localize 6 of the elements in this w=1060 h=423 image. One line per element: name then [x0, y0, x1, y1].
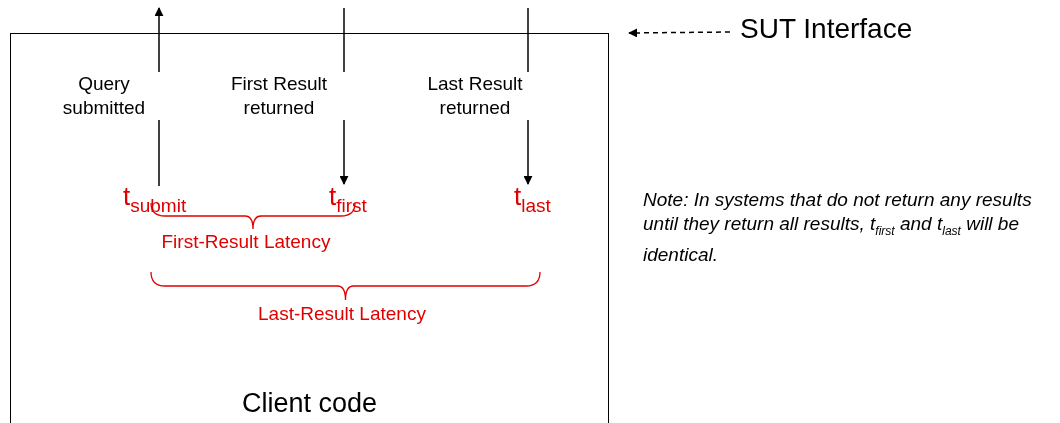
interface-label: SUT Interface [740, 12, 913, 46]
dashed-arrow [628, 28, 731, 38]
box-title: Client code [240, 387, 379, 419]
time-label: t$_{first}$ [329, 182, 367, 220]
time-label: t$_{last}$ [514, 182, 551, 220]
time-label: t$_{submit}$ [123, 182, 187, 220]
